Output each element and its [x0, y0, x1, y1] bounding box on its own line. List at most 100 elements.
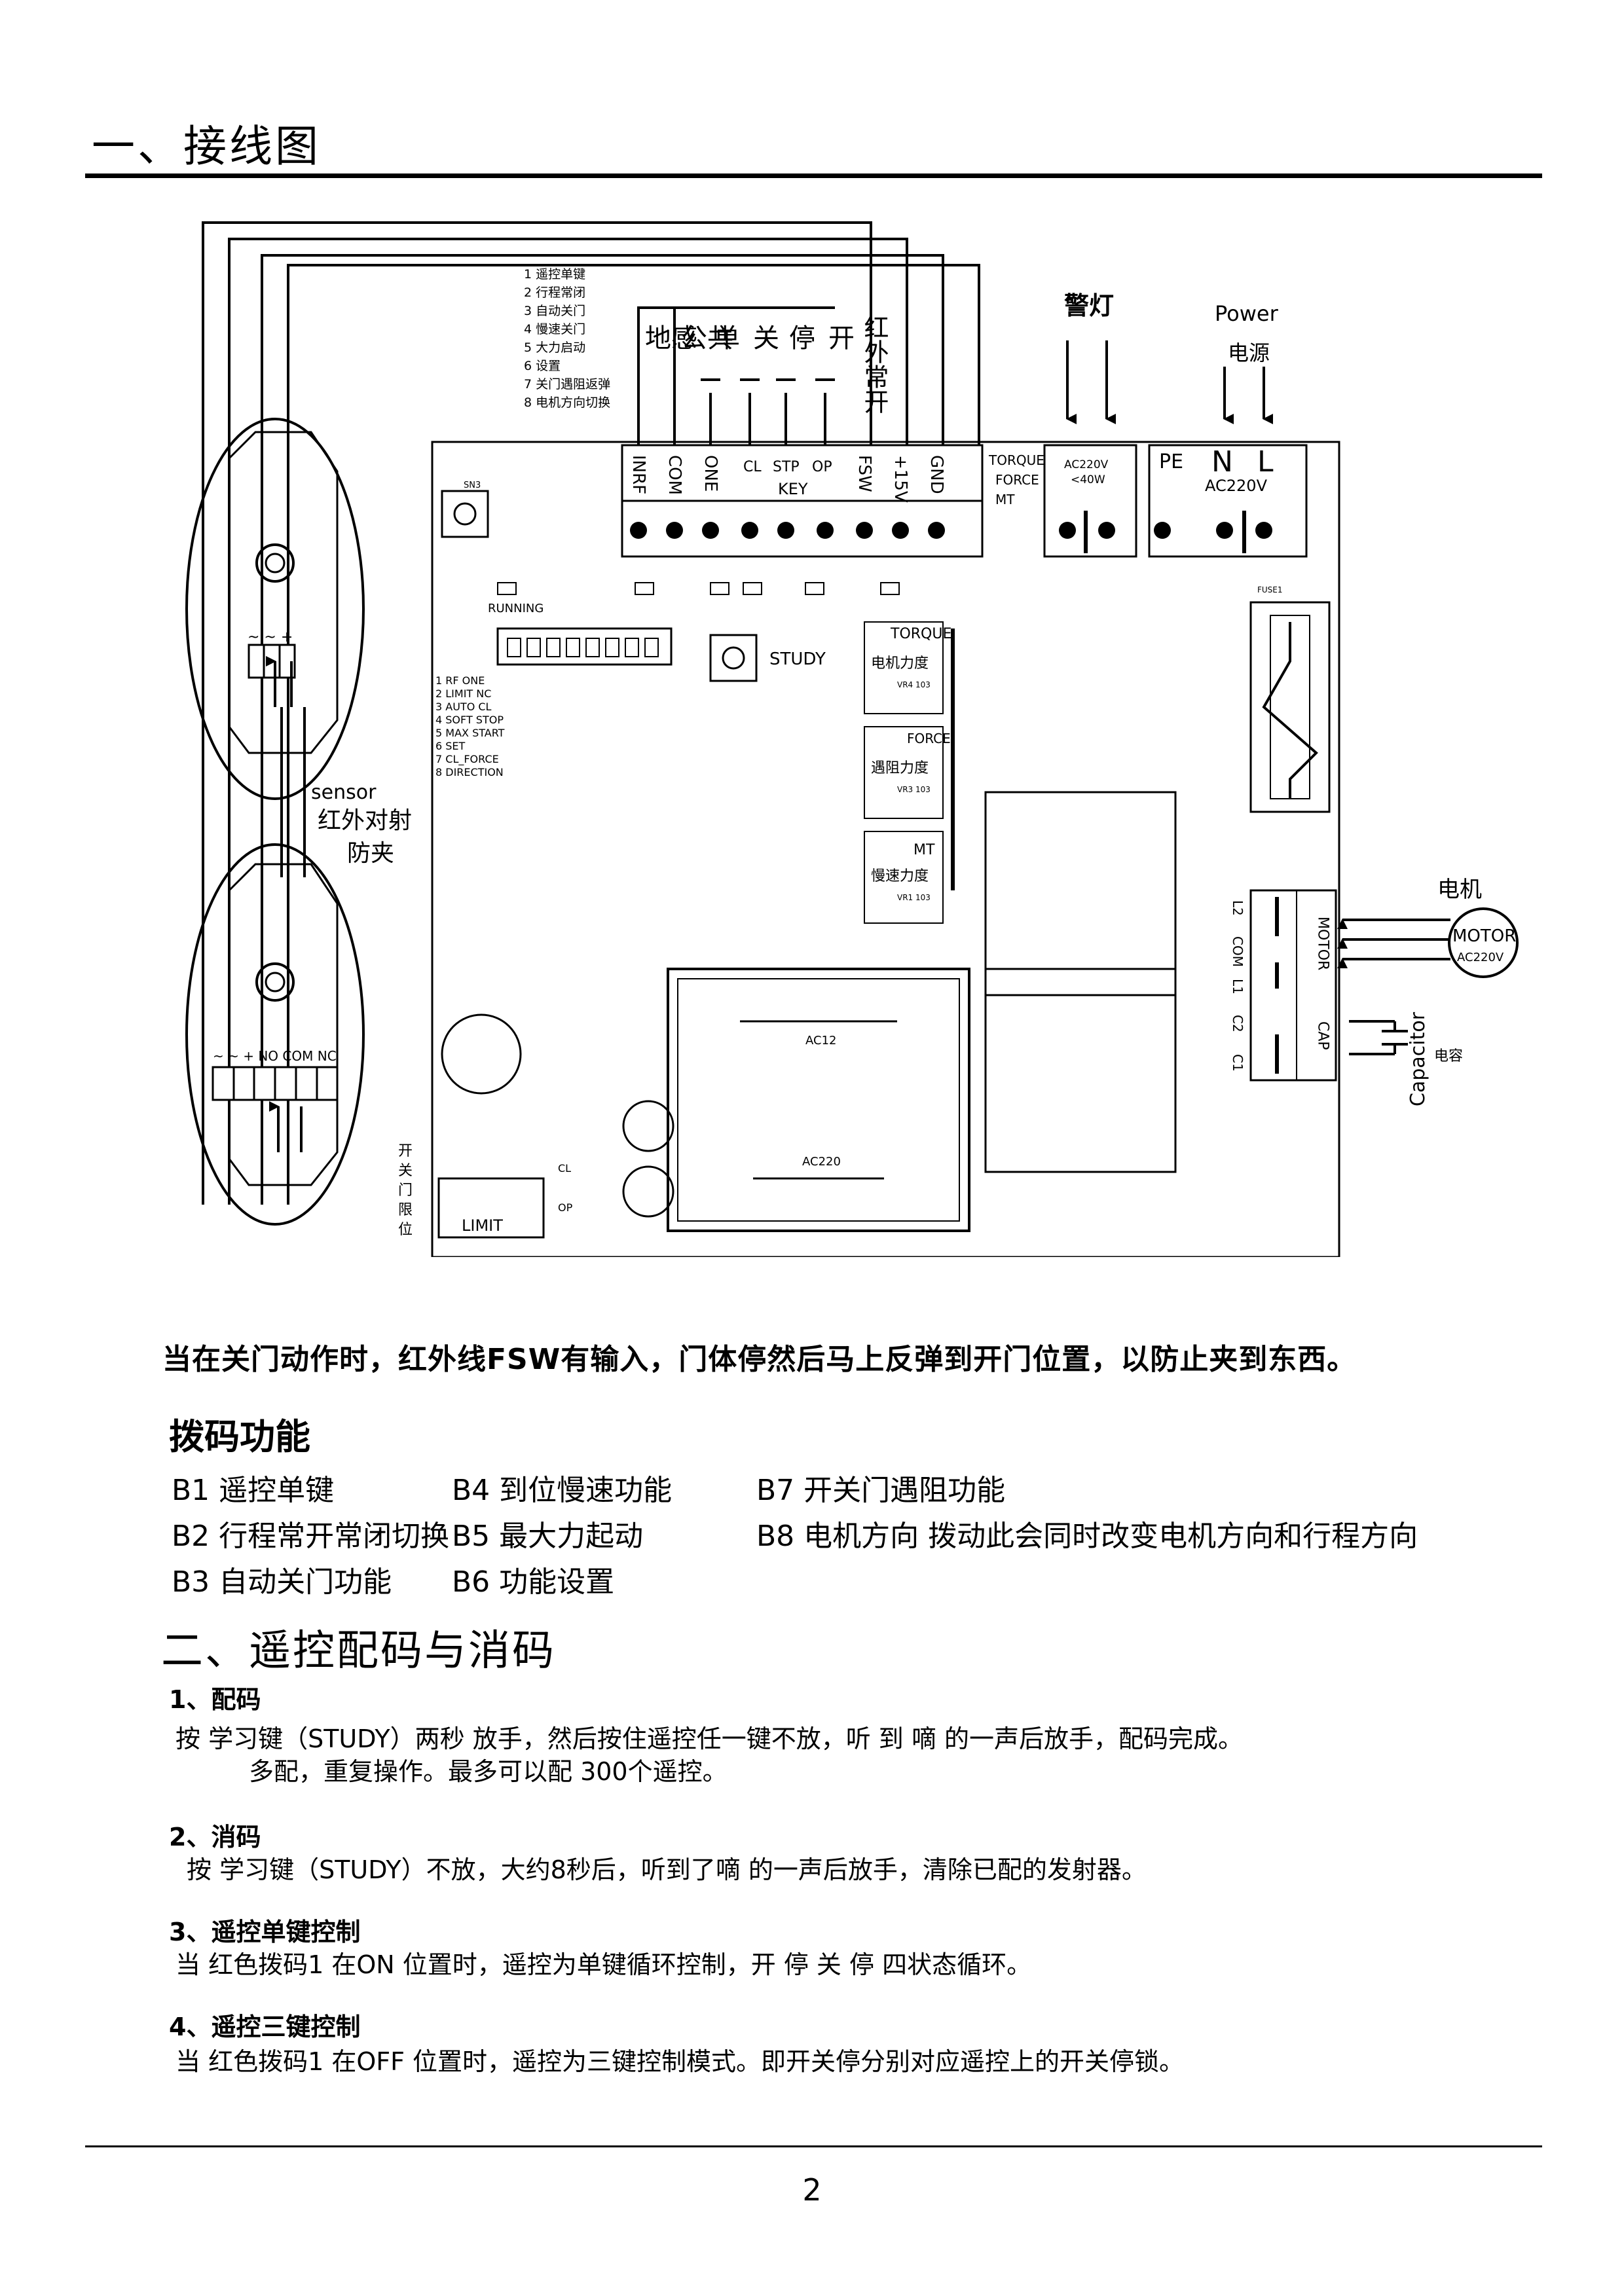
svg-text:INRF: INRF — [629, 455, 648, 494]
sensor-cn-2: 防夹 — [347, 840, 394, 867]
svg-text:3 AUTO CL: 3 AUTO CL — [435, 701, 492, 713]
motor-terminal: L2 COM L1 C2 C1 MOTOR CAP — [1230, 889, 1337, 1082]
motor: 电机 MOTOR AC220V — [1337, 877, 1519, 978]
pairing-line-1: 按 学习键（STUDY）两秒 放手，然后按住遥控任一键不放，听 到 嘀 的一声后… — [175, 1724, 1243, 1753]
svg-text:开: 开 — [828, 323, 855, 354]
lamp-terminal: AC220V <40W — [1043, 444, 1137, 558]
svg-text:VR1 103: VR1 103 — [897, 893, 931, 902]
pairing-line-2: 多配，重复操作。最多可以配 300个遥控。 — [249, 1757, 728, 1786]
study-label: STUDY — [769, 649, 826, 669]
power-terminal: PE N L AC220V — [1148, 444, 1308, 558]
running-label: RUNNING — [488, 602, 544, 615]
svg-text:2 LIMIT NC: 2 LIMIT NC — [435, 687, 491, 700]
svg-text:ONE: ONE — [701, 455, 720, 492]
svg-text:CAP: CAP — [1315, 1021, 1331, 1050]
buzzer — [441, 1013, 522, 1095]
dip-b8: B8 电机方向 拨动此会同时改变电机方向和行程方向 — [756, 1520, 1418, 1553]
svg-text:AC220: AC220 — [802, 1155, 841, 1169]
dip-b2: B2 行程常开常闭切换 — [172, 1520, 450, 1553]
svg-text:VR3 103: VR3 103 — [897, 785, 931, 794]
pcb-outline — [431, 441, 1340, 1257]
svg-text:L2: L2 — [1230, 900, 1246, 916]
svg-text:PE: PE — [1159, 450, 1183, 473]
svg-text:AC220V: AC220V — [1064, 458, 1109, 471]
svg-text:MT: MT — [913, 842, 935, 858]
dip-b7: B7 开关门遇阻功能 — [756, 1474, 1006, 1507]
svg-text:4 SOFT STOP: 4 SOFT STOP — [435, 714, 504, 726]
switch-wires — [637, 306, 835, 445]
top-rule — [85, 173, 1542, 178]
svg-text:+15V: +15V — [891, 455, 910, 503]
terminal-block: INRF COM ONE CL STP OP FSW +15V GND KEY — [621, 444, 984, 558]
sensor-bottom: ~ ~ + NO COM NC — [185, 843, 365, 1226]
sensor-top: ~ ~ + — [185, 418, 365, 800]
svg-text:1 遥控单键: 1 遥控单键 — [524, 267, 585, 282]
svg-text:CL: CL — [558, 1162, 571, 1175]
key-label: KEY — [778, 480, 808, 498]
dip-list: 1 RF ONE 2 LIMIT NC 3 AUTO CL 4 SOFT STO… — [435, 674, 505, 778]
section-title-remote: 二、遥控配码与消码 — [161, 1627, 556, 1675]
svg-text:STP: STP — [773, 459, 800, 475]
svg-text:停: 停 — [789, 323, 815, 354]
svg-text:7 关门遇阻返弹: 7 关门遇阻返弹 — [524, 377, 610, 392]
dip-b3: B3 自动关门功能 — [172, 1565, 392, 1599]
svg-text:单: 单 — [714, 323, 740, 354]
svg-text:Capacitor: Capacitor — [1407, 1011, 1430, 1106]
svg-text:CL: CL — [743, 459, 762, 475]
power-cn-label: 电源 — [1228, 340, 1270, 365]
svg-text:限: 限 — [398, 1202, 413, 1218]
warning-lamp-label: 警灯 — [1064, 291, 1114, 320]
svg-text:位: 位 — [398, 1222, 413, 1238]
svg-text:OP: OP — [558, 1201, 573, 1214]
svg-text:6 设置: 6 设置 — [524, 359, 561, 373]
svg-text:5 MAX START: 5 MAX START — [435, 727, 505, 739]
svg-text:<40W: <40W — [1071, 473, 1105, 486]
svg-text:N: N — [1211, 445, 1233, 479]
dip-b4: B4 到位慢速功能 — [452, 1474, 673, 1507]
dip-b1: B1 遥控单键 — [172, 1474, 335, 1507]
capacitor-c2 — [622, 1165, 674, 1218]
svg-text:8 电机方向切换: 8 电机方向切换 — [524, 395, 610, 410]
svg-text:FORCE: FORCE — [907, 731, 951, 746]
svg-text:AC220V: AC220V — [1205, 477, 1268, 495]
svg-text:电容: 电容 — [1434, 1048, 1463, 1065]
svg-text:OP: OP — [812, 459, 832, 475]
power-label: Power — [1215, 301, 1279, 326]
svg-text:电机力度: 电机力度 — [871, 655, 929, 672]
tfm-torque: TORQUE — [988, 452, 1044, 468]
sensor-cn-1: 红外对射 — [318, 807, 412, 834]
dip-section-title: 拨码功能 — [169, 1416, 310, 1457]
dip-switch-block — [496, 627, 673, 666]
pot-column: TORQUE FORCE MT 电机力度 遇阻力度 慢速力度 VR4 103 V… — [864, 621, 955, 924]
three-key-line-1: 当 红色拨码1 在OFF 位置时，遥控为三键控制模式。即开关停分别对应遥控上的开… — [175, 2047, 1185, 2076]
svg-text:地感: 地感 — [645, 323, 697, 354]
svg-text:MOTOR: MOTOR — [1452, 926, 1516, 946]
svg-text:4 慢速关门: 4 慢速关门 — [524, 322, 585, 337]
svg-text:GND: GND — [927, 455, 946, 494]
svg-text:MOTOR: MOTOR — [1315, 917, 1331, 970]
section-title-wiring: 一、接线图 — [92, 121, 321, 172]
single-key-line-1: 当 红色拨码1 在ON 位置时，遥控为单键循环控制，开 停 关 停 四状态循环。 — [175, 1950, 1032, 1979]
svg-text:TORQUE: TORQUE — [890, 626, 951, 642]
svg-text:5 大力启动: 5 大力启动 — [524, 340, 585, 355]
svg-text:LIMIT: LIMIT — [462, 1216, 503, 1235]
sn3-label: SN3 — [464, 481, 481, 490]
svg-text:慢速力度: 慢速力度 — [871, 868, 929, 884]
svg-text:C1: C1 — [1230, 1054, 1246, 1072]
sensor-top-pins: ~ ~ + — [248, 629, 293, 646]
svg-text:L1: L1 — [1230, 979, 1246, 994]
svg-text:开: 开 — [398, 1143, 413, 1159]
svg-text:VR4 103: VR4 103 — [897, 680, 931, 689]
dip-b5: B5 最大力起动 — [452, 1520, 644, 1553]
switch-labels: 地感 公共 单 关 停 开 红外常开 — [645, 314, 889, 414]
dip-b6: B6 功能设置 — [452, 1565, 615, 1599]
sensor-label: sensor — [311, 781, 377, 804]
heading-erase: 2、消码 — [169, 1823, 261, 1851]
svg-text:AC220V: AC220V — [1457, 951, 1504, 964]
capacitor: Capacitor 电容 — [1349, 1011, 1463, 1106]
svg-text:AC12: AC12 — [805, 1034, 836, 1048]
relay-2 — [984, 968, 1177, 1173]
limit-block: LIMIT 开 关 门 限 位 CL OP — [398, 1143, 573, 1239]
svg-text:电机: 电机 — [1437, 877, 1482, 903]
erase-line-1: 按 学习键（STUDY）不放，大约8秒后，听到了嘀 的一声后放手，清除已配的发射… — [187, 1855, 1147, 1884]
